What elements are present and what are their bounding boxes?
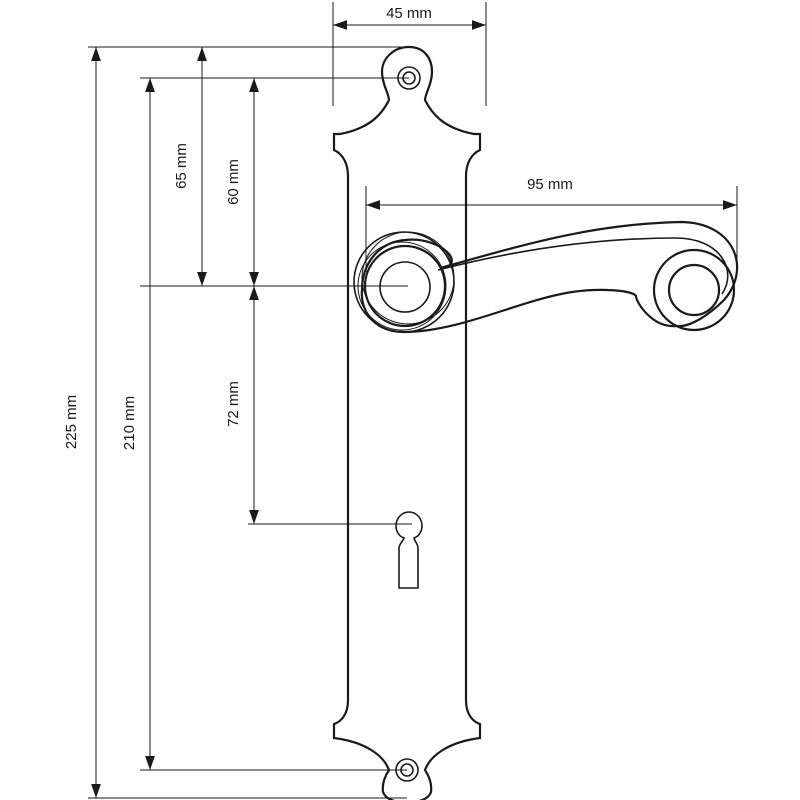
lever-arm bbox=[360, 220, 739, 334]
backplate-outline bbox=[332, 45, 482, 800]
dimension-lines bbox=[91, 20, 737, 798]
extension-lines bbox=[88, 2, 738, 799]
label-60mm: 60 mm bbox=[225, 159, 242, 205]
label-45mm: 45 mm bbox=[386, 5, 432, 22]
lever-handle bbox=[353, 220, 739, 334]
label-65mm: 65 mm bbox=[173, 143, 190, 189]
label-95mm: 95 mm bbox=[527, 176, 573, 193]
keyhole bbox=[395, 511, 423, 589]
backplate bbox=[332, 45, 482, 800]
lever-end-inner bbox=[667, 263, 721, 317]
spindle-boss bbox=[379, 261, 431, 313]
lever-end-outer bbox=[652, 248, 736, 332]
label-225mm: 225 mm bbox=[63, 395, 80, 449]
label-210mm: 210 mm bbox=[121, 396, 138, 450]
label-72mm: 72 mm bbox=[225, 381, 242, 427]
dimension-labels: 45 mm 95 mm 65 mm 60 mm 72 mm 210 mm 225… bbox=[63, 5, 573, 450]
